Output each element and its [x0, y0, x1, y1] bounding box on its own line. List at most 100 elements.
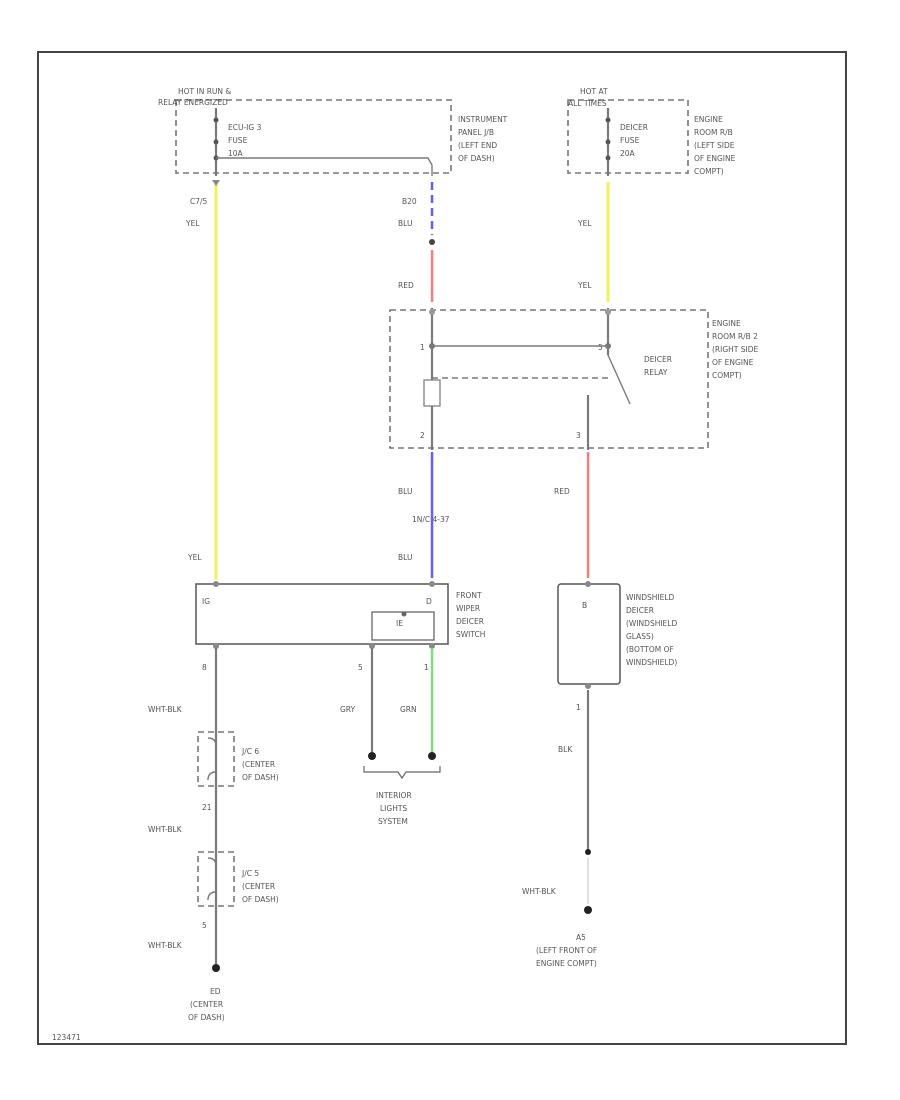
wht-blk-label-right: WHT-BLK [522, 887, 557, 896]
engine-rm-label-4: OF ENGINE [694, 154, 736, 163]
blu-label-mid: BLU [398, 487, 412, 496]
ecu-fuse-label-1: ECU-IG 3 [228, 123, 262, 132]
middle-wire: B20 BLU RED [398, 182, 435, 302]
relay-location-3: (RIGHT SIDE [712, 345, 759, 354]
c-left-label: C7/5 [190, 197, 208, 206]
deicer-pin-1: 1 [576, 703, 581, 712]
right-ground-path: 1 BLK WHT-BLK A5 (LEFT FRONT OF ENGINE C… [522, 690, 597, 968]
deicer-name-6: WINDSHIELD) [626, 658, 677, 667]
right-yellow-wire: YEL YEL [577, 182, 610, 302]
red-label-right: RED [554, 487, 570, 496]
wht-blk-label-1: WHT-BLK [148, 705, 183, 714]
blue-lower-wire: BLU 1N/C 4-37 BLU [398, 452, 450, 578]
engine-rm-label-5: COMPT) [694, 167, 724, 176]
blu-label-top: BLU [398, 219, 412, 228]
relay-pin-1: 1 [420, 343, 425, 352]
panel-jb-label-2: PANEL J/B [458, 128, 494, 137]
deicer-name-1: WINDSHIELD [626, 593, 675, 602]
jc5-name-1: J/C 5 [241, 869, 259, 878]
diagram-code: 123471 [52, 1033, 81, 1042]
ecu-fuse-label-3: 10A [228, 149, 244, 158]
wht-blk-label-3: WHT-BLK [148, 941, 183, 950]
deicer-name-3: (WINDSHIELD [626, 619, 677, 628]
blk-label: BLK [558, 745, 573, 754]
left-yellow-wire: C7/5 YEL YEL [185, 180, 220, 580]
panel-jb-label-3: (LEFT END [458, 141, 497, 150]
engine-rm-label-1: ENGINE [694, 115, 723, 124]
ground-left-1: ED [210, 987, 221, 996]
front-wiper-deicer-switch: IG D IE FRONT WIPER DEICER SWITCH [195, 581, 485, 649]
switch-pin-ig: IG [202, 597, 210, 606]
ecu-fuse-label-2: FUSE [228, 136, 248, 145]
relay-pin-3: 3 [576, 431, 581, 440]
switch-pin-1: 1 [424, 663, 429, 672]
yel-label-top-left: YEL [185, 219, 200, 228]
ground-left-3: OF DASH) [188, 1013, 225, 1022]
deicer-fuse-label-3: 20A [620, 149, 636, 158]
deicer-name-5: (BOTTOM OF [626, 645, 674, 654]
switch-name-3: DEICER [456, 617, 484, 626]
relay-name-2: RELAY [644, 368, 668, 377]
yel-label-lower-right: YEL [577, 281, 592, 290]
jc6-name-2: (CENTER [242, 760, 275, 769]
relay-location-4: OF ENGINE [712, 358, 754, 367]
hot-at-label: HOT AT [580, 87, 608, 96]
jc5-name-2: (CENTER [242, 882, 275, 891]
diagram-frame [37, 51, 847, 1045]
ground-right-3: ENGINE COMPT) [536, 959, 597, 968]
relay-pin-5: 5 [598, 343, 603, 352]
panel-jb-label-4: OF DASH) [458, 154, 495, 163]
switch-pin-5: 5 [358, 663, 363, 672]
hot-run-label: HOT IN RUN & [178, 87, 231, 96]
wht-blk-label-2: WHT-BLK [148, 825, 183, 834]
deicer-fuse-label-2: FUSE [620, 136, 640, 145]
switch-name-2: WIPER [456, 604, 480, 613]
jc6-name-1: J/C 6 [241, 747, 259, 756]
ground-right-2: (LEFT FRONT OF [536, 946, 597, 955]
interior-lights-2: LIGHTS [380, 804, 407, 813]
switch-name-4: SWITCH [456, 630, 485, 639]
relay-energized-label: RELAY ENERGIZED [158, 98, 228, 107]
grn-label: GRN [400, 705, 417, 714]
deicer-name-2: DEICER [626, 606, 654, 615]
left-ground-path: 8 WHT-BLK J/C 6 (CENTER OF DASH) 21 WHT-… [148, 648, 279, 1022]
deicer-pin-b: B [582, 601, 587, 610]
relay-location-2: ROOM R/B 2 [712, 332, 758, 341]
relay-name-1: DEICER [644, 355, 672, 364]
interior-lights-3: SYSTEM [378, 817, 408, 826]
blu-label-bottom: BLU [398, 553, 412, 562]
yel-label-top-right: YEL [577, 219, 592, 228]
panel-jb-label-1: INSTRUMENT [458, 115, 508, 124]
engine-room-rb: HOT AT ALL TIMES DEICER FUSE 20A ENGINE … [567, 87, 736, 176]
relay-location-5: COMPT) [712, 371, 742, 380]
interior-lights-1: INTERIOR [376, 791, 412, 800]
splice-label: 1N/C 4-37 [412, 515, 450, 524]
windshield-deicer: B WINDSHIELD DEICER (WINDSHIELD GLASS) (… [557, 581, 677, 689]
instrument-panel-jb: HOT IN RUN & RELAY ENERGIZED ECU-IG 3 FU… [158, 87, 508, 176]
switch-pin-ie: IE [396, 619, 403, 628]
ground-right-1: A5 [576, 933, 586, 942]
engine-rm-label-3: (LEFT SIDE [694, 141, 735, 150]
all-times-label: ALL TIMES [568, 99, 607, 108]
jc5-name-3: OF DASH) [242, 895, 279, 904]
switch-pin-d: D [426, 597, 432, 606]
switch-pin-8: 8 [202, 663, 207, 672]
relay-location-1: ENGINE [712, 319, 741, 328]
red-lower-wire: RED [554, 452, 590, 578]
ground-left-2: (CENTER [190, 1000, 223, 1009]
switch-name-1: FRONT [456, 591, 482, 600]
deicer-name-4: GLASS) [626, 632, 654, 641]
deicer-relay-box: ENGINE ROOM R/B 2 (RIGHT SIDE OF ENGINE … [389, 308, 759, 450]
engine-rm-label-2: ROOM R/B [694, 128, 733, 137]
jc5-pin-5: 5 [202, 921, 207, 930]
relay-pin-2: 2 [420, 431, 425, 440]
jc6-pin-21: 21 [202, 803, 212, 812]
jc6-name-3: OF DASH) [242, 773, 279, 782]
red-label-mid: RED [398, 281, 414, 290]
deicer-fuse-label-1: DEICER [620, 123, 648, 132]
b20-label: B20 [402, 197, 417, 206]
gry-label: GRY [340, 705, 356, 714]
yel-label-bottom-left: YEL [187, 553, 202, 562]
interior-lights-wires: 5 1 GRY GRN INTERIOR LIGHTS SYSTEM [340, 648, 441, 826]
